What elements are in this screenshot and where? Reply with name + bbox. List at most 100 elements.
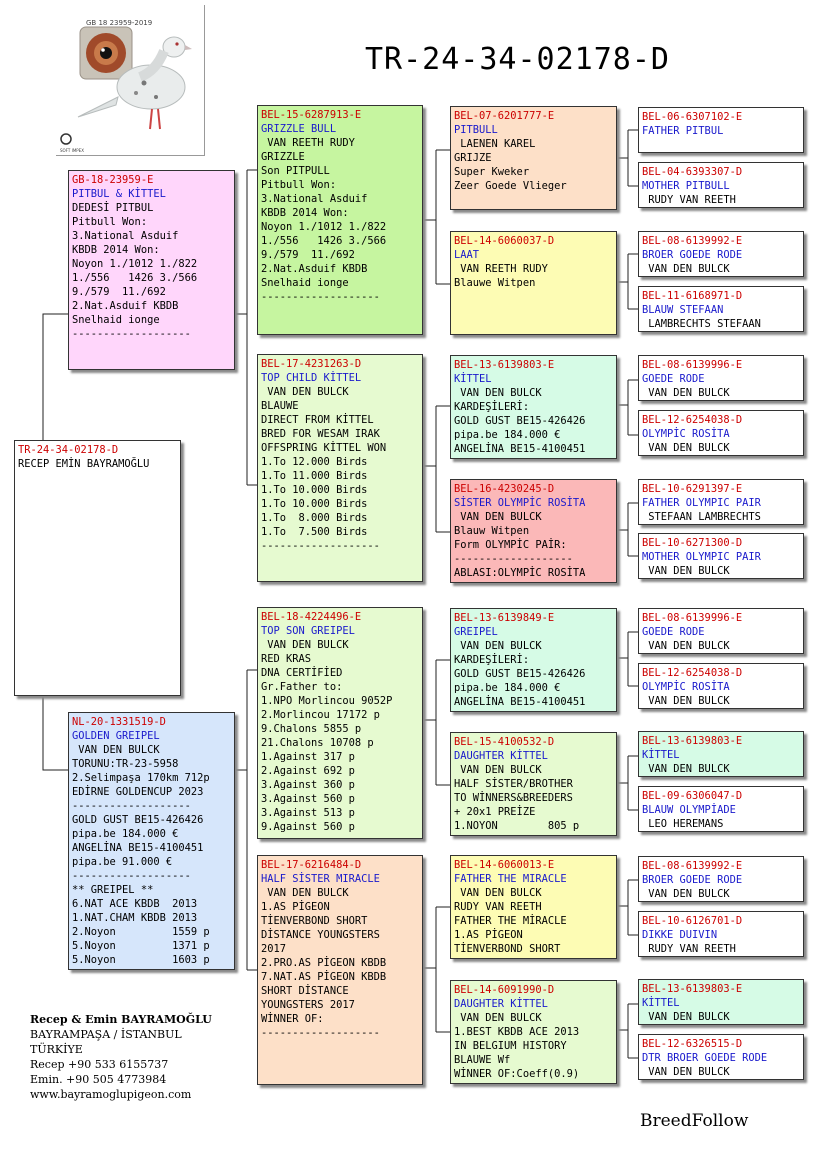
website-link[interactable]: www.bayramoglupigeon.com [30, 1087, 212, 1102]
info-line: BLAUWE [261, 399, 419, 413]
gen4-card[interactable]: BEL-10-6126701-D DIKKE DUIVIN RUDY VAN R… [638, 911, 804, 957]
grandparent-card[interactable]: BEL-17-6216484-D HALF SİSTER MIRACLE VAN… [257, 855, 423, 1085]
pigeon-name: HALF SİSTER MIRACLE [261, 872, 419, 886]
info-line: ------------------- [261, 539, 419, 553]
info-line: 1.NPO Morlincou 9052P [261, 694, 419, 708]
info-line: DIRECT FROM KİTTEL [261, 413, 419, 427]
info-line: pipa.be 184.000 € [72, 827, 231, 841]
info-line: TİENVERBOND SHORT [261, 914, 419, 928]
info-line: DEDESİ PITBUL [72, 201, 231, 215]
gen4-card[interactable]: BEL-13-6139803-E KİTTEL VAN DEN BULCK [638, 979, 804, 1025]
ring-number: BEL-06-6307102-E [642, 110, 800, 124]
info-line: 2017 [261, 942, 419, 956]
great-grandparent-card[interactable]: BEL-16-4230245-D SİSTER OLYMPİC ROSİTA V… [450, 479, 617, 583]
breeder: RUDY VAN REETH [642, 193, 800, 207]
info-line: pipa.be 91.000 € [72, 855, 231, 869]
gen4-card[interactable]: BEL-10-6271300-D MOTHER OLYMPIC PAIR VAN… [638, 533, 804, 579]
ring-number: GB-18-23959-E [72, 173, 231, 187]
breeder-name: Recep & Emin BAYRAMOĞLU [30, 1012, 212, 1027]
info-line: ** GREIPEL ** [72, 883, 231, 897]
ring-number: BEL-13-6139849-E [454, 611, 613, 625]
info-line: ANGELİNA BE15-4100451 [72, 841, 231, 855]
gen4-card[interactable]: BEL-10-6291397-E FATHER OLYMPIC PAIR STE… [638, 479, 804, 525]
subject-card[interactable]: TR-24-34-02178-D RECEP EMİN BAYRAMOĞLU [14, 440, 181, 696]
pigeon-name: GREIPEL [454, 625, 613, 639]
info-line: ANGELİNA BE15-4100451 [454, 442, 613, 456]
gen4-card[interactable]: BEL-12-6326515-D DTR BROER GOEDE RODE VA… [638, 1034, 804, 1080]
gen4-card[interactable]: BEL-13-6139803-E KİTTEL VAN DEN BULCK [638, 731, 804, 777]
grandparent-card[interactable]: BEL-17-4231263-D TOP CHILD KİTTEL VAN DE… [257, 354, 423, 582]
great-grandparent-card[interactable]: BEL-07-6201777-E PITBULL LAENEN KAREL GR… [450, 106, 617, 210]
great-grandparent-card[interactable]: BEL-14-6060013-E FATHER THE MIRACLE VAN … [450, 855, 617, 959]
gen4-card[interactable]: BEL-08-6139996-E GOEDE RODE VAN DEN BULC… [638, 355, 804, 401]
pigeon-name: OLYMPİC ROSİTA [642, 427, 800, 441]
gen4-card[interactable]: BEL-12-6254038-D OLYMPİC ROSİTA VAN DEN … [638, 663, 804, 709]
info-line: WİNNER OF: [261, 1012, 419, 1026]
info-line: 9./579 11./692 [72, 285, 231, 299]
info-line: VAN DEN BULCK [454, 1011, 613, 1025]
ring-number: BEL-08-6139996-E [642, 611, 800, 625]
pigeon-name: MOTHER PITBULL [642, 179, 800, 193]
pigeon-name: BROER GOEDE RODE [642, 873, 800, 887]
ring-number: BEL-12-6326515-D [642, 1037, 800, 1051]
info-line: WİNNER OF:Coeff(0.9) [454, 1067, 613, 1081]
ring-number: BEL-13-6139803-E [642, 734, 800, 748]
info-line: 3.National Asduif [261, 192, 419, 206]
gen4-card[interactable]: BEL-04-6393307-D MOTHER PITBULL RUDY VAN… [638, 162, 804, 208]
pigeon-name: DAUGHTER KİTTEL [454, 997, 613, 1011]
great-grandparent-card[interactable]: BEL-14-6091990-D DAUGHTER KİTTEL VAN DEN… [450, 980, 617, 1084]
great-grandparent-card[interactable]: BEL-13-6139803-E KİTTEL VAN DEN BULCK KA… [450, 355, 617, 459]
sire-card[interactable]: GB-18-23959-E PITBUL & KİTTEL DEDESİ PIT… [68, 170, 235, 370]
info-line: VAN REETH RUDY [454, 262, 613, 276]
info-line: Pitbull Won: [72, 215, 231, 229]
gen4-card[interactable]: BEL-09-6306047-D BLAUW OLYMPİADE LEO HER… [638, 786, 804, 832]
gen4-card[interactable]: BEL-08-6139996-E GOEDE RODE VAN DEN BULC… [638, 608, 804, 654]
gen4-card[interactable]: BEL-12-6254038-D OLYMPİC ROSİTA VAN DEN … [638, 410, 804, 456]
dam-card[interactable]: NL-20-1331519-D GOLDEN GREIPEL VAN DEN B… [68, 712, 235, 970]
ring-number: BEL-14-6060037-D [454, 234, 613, 248]
info-line: VAN DEN BULCK [454, 763, 613, 777]
info-line: ------------------- [261, 290, 419, 304]
info-line: ANGELİNA BE15-4100451 [454, 695, 613, 709]
info-line: GRIZZLE [261, 150, 419, 164]
info-line: VAN DEN BULCK [261, 638, 419, 652]
grandparent-card[interactable]: BEL-15-6287913-E GRIZZLE BULL VAN REETH … [257, 105, 423, 335]
pigeon-name: KİTTEL [642, 748, 800, 762]
info-line: DİSTANCE YOUNGSTERS [261, 928, 419, 942]
info-line: KARDEŞİLERİ: [454, 653, 613, 667]
info-line: EDİRNE GOLDENCUP 2023 [72, 785, 231, 799]
breeder: STEFAAN LAMBRECHTS [642, 510, 800, 524]
pigeon-name: MOTHER OLYMPIC PAIR [642, 550, 800, 564]
gen4-card[interactable]: BEL-08-6139992-E BROER GOEDE RODE VAN DE… [638, 856, 804, 902]
info-line: 2.PRO.AS PİGEON KBDB [261, 956, 419, 970]
info-line: 1.Against 317 p [261, 750, 419, 764]
ring-number: BEL-15-6287913-E [261, 108, 419, 122]
great-grandparent-card[interactable]: BEL-15-4100532-D DAUGHTER KİTTEL VAN DEN… [450, 732, 617, 836]
great-grandparent-card[interactable]: BEL-13-6139849-E GREIPEL VAN DEN BULCK K… [450, 608, 617, 712]
ring-number: BEL-08-6139992-E [642, 234, 800, 248]
pigeon-name: KİTTEL [642, 996, 800, 1010]
page-title: TR-24-34-02178-D [365, 42, 670, 77]
ring-number: BEL-12-6254038-D [642, 666, 800, 680]
info-line: Zeer Goede Vlieger [454, 179, 613, 193]
country: TÜRKİYE [30, 1042, 212, 1057]
pigeon-name: DAUGHTER KİTTEL [454, 749, 613, 763]
info-line: 1./556 1426 3./566 [72, 271, 231, 285]
info-line: 9.Against 560 p [261, 820, 419, 834]
info-line: FATHER THE MİRACLE [454, 914, 613, 928]
ring-number: BEL-10-6271300-D [642, 536, 800, 550]
info-line: 5.Noyon 1371 p [72, 939, 231, 953]
pigeon-name: LAAT [454, 248, 613, 262]
pigeon-name: BLAUW STEFAAN [642, 303, 800, 317]
grandparent-card[interactable]: BEL-18-4224496-E TOP SON GREIPEL VAN DEN… [257, 607, 423, 839]
info-line: 1.To 7.500 Birds [261, 525, 419, 539]
gen4-card[interactable]: BEL-11-6168971-D BLAUW STEFAAN LAMBRECHT… [638, 286, 804, 332]
great-grandparent-card[interactable]: BEL-14-6060037-D LAAT VAN REETH RUDY Bla… [450, 231, 617, 335]
ring-number: BEL-04-6393307-D [642, 165, 800, 179]
info-line: 1.AS PİGEON [454, 928, 613, 942]
pigeon-name: SİSTER OLYMPİC ROSİTA [454, 496, 613, 510]
pigeon-name: PITBUL & KİTTEL [72, 187, 231, 201]
gen4-card[interactable]: BEL-06-6307102-E FATHER PITBUL [638, 107, 804, 153]
info-line: DNA CERTİFİED [261, 666, 419, 680]
gen4-card[interactable]: BEL-08-6139992-E BROER GOEDE RODE VAN DE… [638, 231, 804, 277]
